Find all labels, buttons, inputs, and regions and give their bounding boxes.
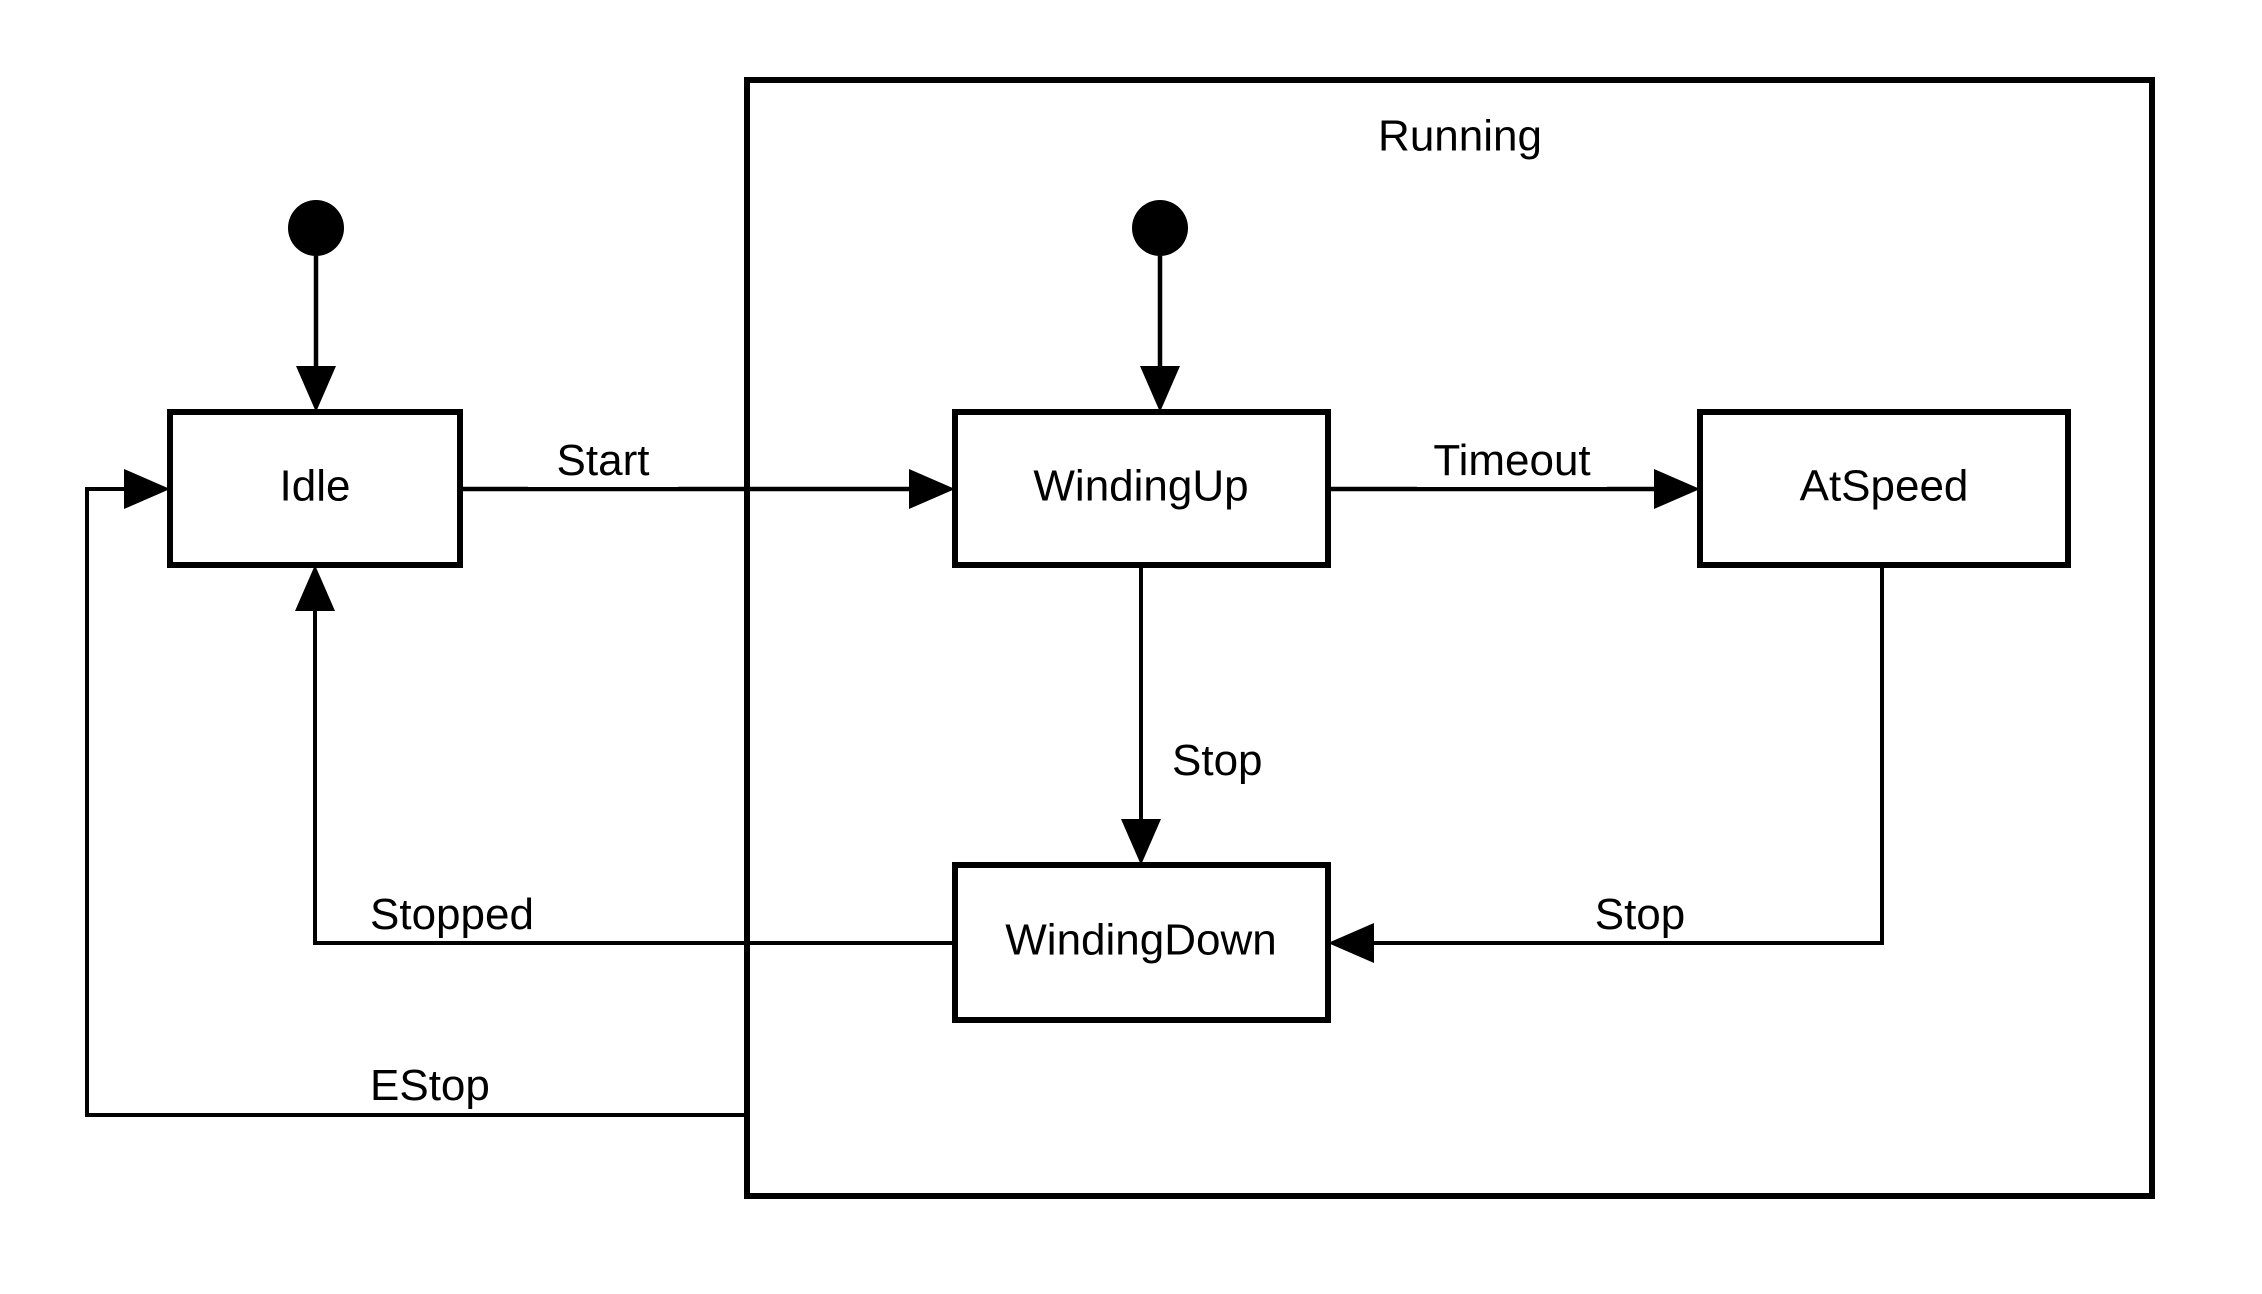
label-bg-start	[528, 437, 678, 487]
transition-label-estop-group: EStop	[366, 1061, 526, 1112]
arrowhead-stopped	[295, 565, 335, 611]
arrowhead-estop	[124, 469, 170, 509]
edge-stopped-line	[313, 591, 955, 945]
state-atspeed[interactable]: AtSpeed	[1697, 409, 2071, 568]
edge-stop-atspeed[interactable]	[1328, 565, 1884, 963]
edge-initial-to-windingup[interactable]	[1140, 256, 1180, 412]
edge-timeout[interactable]	[1328, 469, 1700, 509]
state-idle[interactable]: Idle	[167, 409, 463, 568]
state-idle-box	[167, 409, 463, 568]
label-bg-stop-windingup	[1168, 737, 1308, 787]
arrowhead-start	[909, 469, 955, 509]
state-atspeed-label: AtSpeed	[1800, 462, 1969, 511]
transition-label-stop-windingup: Stop	[1172, 736, 1263, 785]
arrowhead-stop-windingup	[1121, 819, 1161, 865]
label-bg-estop	[366, 1062, 526, 1112]
state-windingup[interactable]: WindingUp	[952, 409, 1331, 568]
arrowhead-initial-to-idle	[296, 366, 336, 412]
state-windingdown[interactable]: WindingDown	[952, 862, 1331, 1023]
state-idle-label: Idle	[280, 462, 351, 511]
edge-stopped[interactable]	[295, 565, 955, 945]
edge-initial-to-idle[interactable]	[296, 256, 336, 412]
edge-stop-windingup[interactable]	[1121, 565, 1161, 865]
initial-state-icon-running	[1132, 200, 1188, 256]
state-atspeed-box	[1697, 409, 2071, 568]
arrowhead-initial-to-windingup	[1140, 366, 1180, 412]
state-windingup-box	[952, 409, 1331, 568]
transition-label-start-group: Start	[528, 436, 678, 487]
transition-label-stopped: Stopped	[370, 890, 534, 939]
transition-label-timeout-group: Timeout	[1417, 436, 1607, 487]
state-windingdown-label: WindingDown	[1005, 916, 1276, 965]
label-bg-timeout	[1417, 437, 1607, 487]
edge-estop-line	[85, 487, 747, 1117]
arrowhead-timeout	[1654, 469, 1700, 509]
transition-label-timeout: Timeout	[1433, 436, 1590, 485]
transition-label-estop: EStop	[370, 1061, 490, 1110]
edge-stop-atspeed-line	[1354, 565, 1884, 945]
state-windingup-label: WindingUp	[1033, 462, 1248, 511]
edge-start[interactable]	[460, 469, 955, 509]
region-running-label: Running	[1378, 112, 1542, 161]
transition-label-stop-atspeed-group: Stop	[1578, 890, 1708, 941]
transition-label-stop-windingup-group: Stop	[1168, 736, 1308, 787]
region-running-border	[744, 77, 2155, 1199]
region-running[interactable]: Running	[744, 77, 2155, 1199]
label-bg-stop-atspeed	[1578, 891, 1708, 941]
transition-label-stop-atspeed: Stop	[1595, 890, 1686, 939]
arrowhead-stop-atspeed	[1328, 923, 1374, 963]
transition-label-stopped-group: Stopped	[366, 890, 561, 941]
edge-estop[interactable]	[85, 469, 747, 1117]
label-bg-stopped	[366, 891, 561, 941]
initial-state-icon-top	[288, 200, 344, 256]
transition-label-start: Start	[557, 436, 650, 485]
state-windingdown-box	[952, 862, 1331, 1023]
